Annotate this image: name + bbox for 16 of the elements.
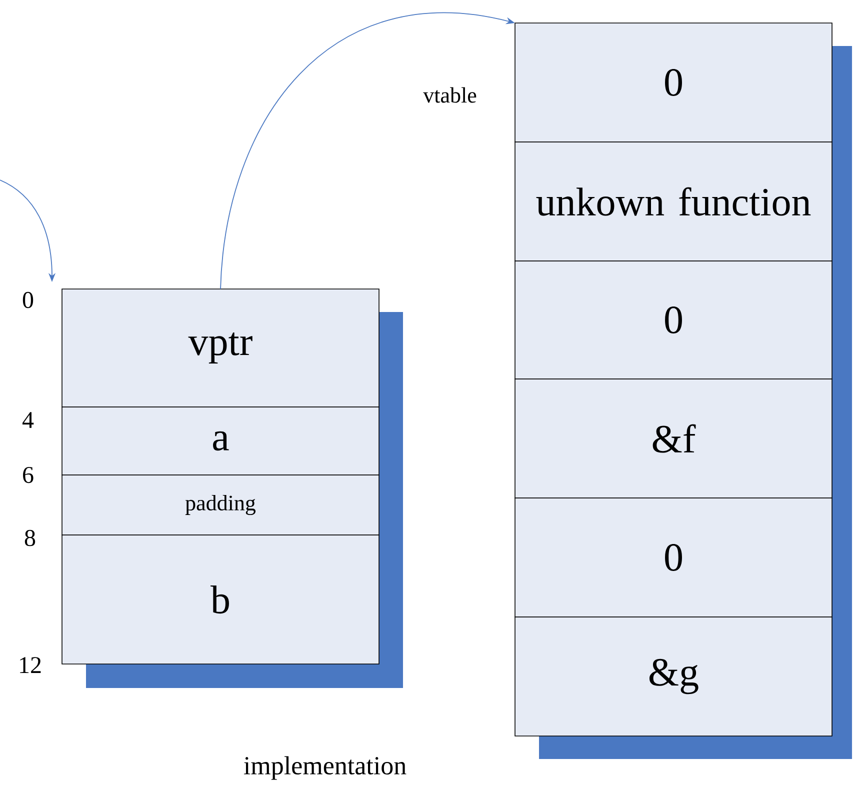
memory-cell: 0 [514,22,832,142]
memory-cell: 0 [514,498,832,618]
offset-label: 0 [22,292,34,308]
table-label: vtable [423,87,476,103]
caption: implementation [244,756,406,780]
offset-label: 6 [23,466,34,484]
memory-cell: &g [514,616,832,736]
memory-cell: padding [62,474,380,536]
memory-cell: vptr [62,288,380,408]
memory-cell: unkown function [514,142,832,262]
memory-cell: a [62,406,380,476]
memory-cell: &f [514,378,832,498]
offset-label: 8 [24,530,36,546]
offset-label: 4 [22,412,34,428]
memory-cell: 0 [514,260,832,380]
offset-label: 12 [20,657,41,673]
